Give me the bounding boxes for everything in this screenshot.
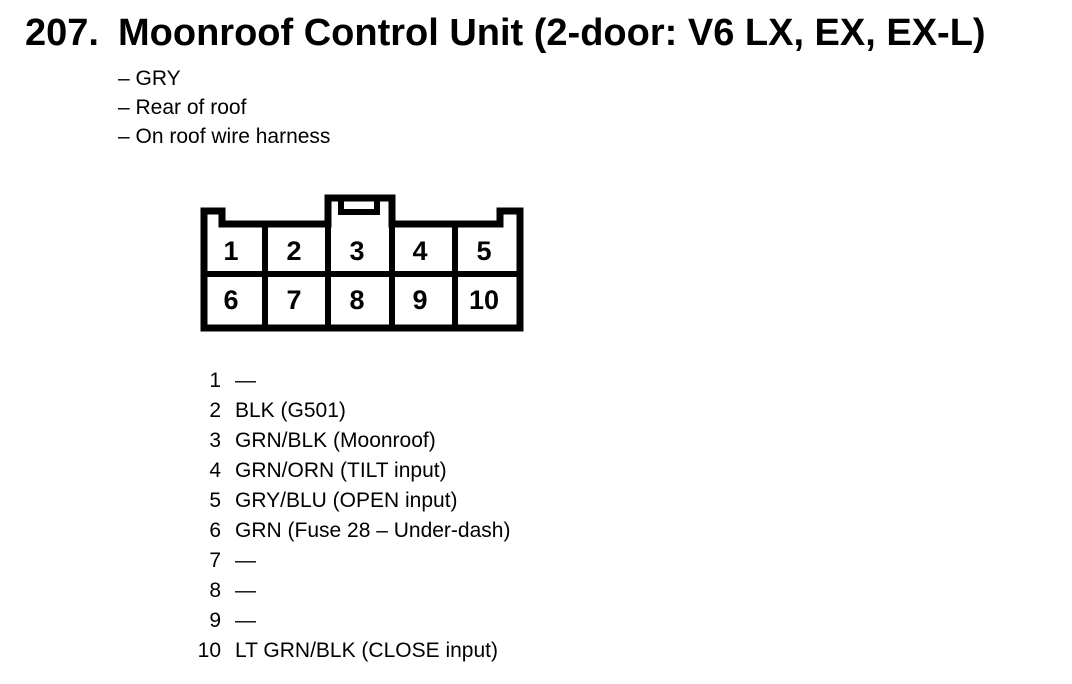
pin-wire-label: GRN (Fuse 28 – Under-dash) [235, 519, 511, 542]
pin-number: 3 [209, 429, 221, 452]
pin-wire-label: — [235, 549, 256, 572]
pin-row-9: 9 — [190, 606, 510, 636]
pin-wire-label: — [235, 609, 256, 632]
pin-wire-label: GRY/BLU (OPEN input) [235, 489, 458, 512]
section-number: 207. [25, 12, 99, 54]
pin-number: 10 [197, 639, 221, 662]
pin-number: 8 [209, 579, 221, 602]
pin-row-10: 10 LT GRN/BLK (CLOSE input) [190, 636, 510, 666]
pin-wire-label: GRN/BLK (Moonroof) [235, 429, 436, 452]
connector-cavity-2: 2 [286, 236, 301, 266]
connector-cavity-1: 1 [223, 236, 238, 266]
pin-wire-label: GRN/ORN (TILT input) [235, 459, 447, 482]
connector-notes: – GRY – Rear of roof – On roof wire harn… [118, 64, 330, 151]
pin-number: 1 [209, 369, 221, 392]
pin-number: 9 [209, 609, 221, 632]
connector-cavity-7: 7 [286, 285, 301, 315]
pin-row-2: 2 BLK (G501) [190, 396, 510, 426]
connector-latch-notch [338, 199, 380, 215]
connector-cavity-10: 10 [469, 285, 499, 315]
connector-cavity-6: 6 [223, 285, 238, 315]
connector-cavity-4: 4 [412, 236, 427, 266]
pin-wire-label: BLK (G501) [235, 399, 346, 422]
pin-row-3: 3 GRN/BLK (Moonroof) [190, 426, 510, 456]
connector-cavity-3: 3 [349, 236, 364, 266]
pin-row-6: 6 GRN (Fuse 28 – Under-dash) [190, 516, 510, 546]
pin-row-7: 7 — [190, 546, 510, 576]
pin-wire-label: — [235, 369, 256, 392]
pin-list: 1 — 2 BLK (G501) 3 GRN/BLK (Moonroof) 4 … [190, 366, 511, 666]
pin-row-4: 4 GRN/ORN (TILT input) [190, 456, 510, 486]
page-title: Moonroof Control Unit (2-door: V6 LX, EX… [118, 12, 986, 54]
note-location: – Rear of roof [118, 96, 247, 119]
connector-cavity-5: 5 [476, 236, 491, 266]
connector-cavity-8: 8 [349, 285, 364, 315]
pin-row-5: 5 GRY/BLU (OPEN input) [190, 486, 510, 516]
pin-number: 5 [209, 489, 221, 512]
section-heading: 207. Moonroof Control Unit (2-door: V6 LX… [25, 10, 986, 56]
pin-number: 4 [209, 459, 221, 482]
pin-number: 2 [209, 399, 221, 422]
note-harness: – On roof wire harness [118, 125, 331, 148]
note-connector-color: – GRY [118, 67, 181, 90]
pin-row-8: 8 — [190, 576, 510, 606]
pin-wire-label: — [235, 579, 256, 602]
connector-diagram: 1 2 3 4 5 6 7 8 9 10 [200, 194, 524, 332]
connector-cavity-9: 9 [412, 285, 427, 315]
pin-wire-label: LT GRN/BLK (CLOSE input) [235, 639, 498, 662]
pin-number: 7 [209, 549, 221, 572]
pin-number: 6 [209, 519, 221, 542]
pin-row-1: 1 — [190, 366, 510, 396]
